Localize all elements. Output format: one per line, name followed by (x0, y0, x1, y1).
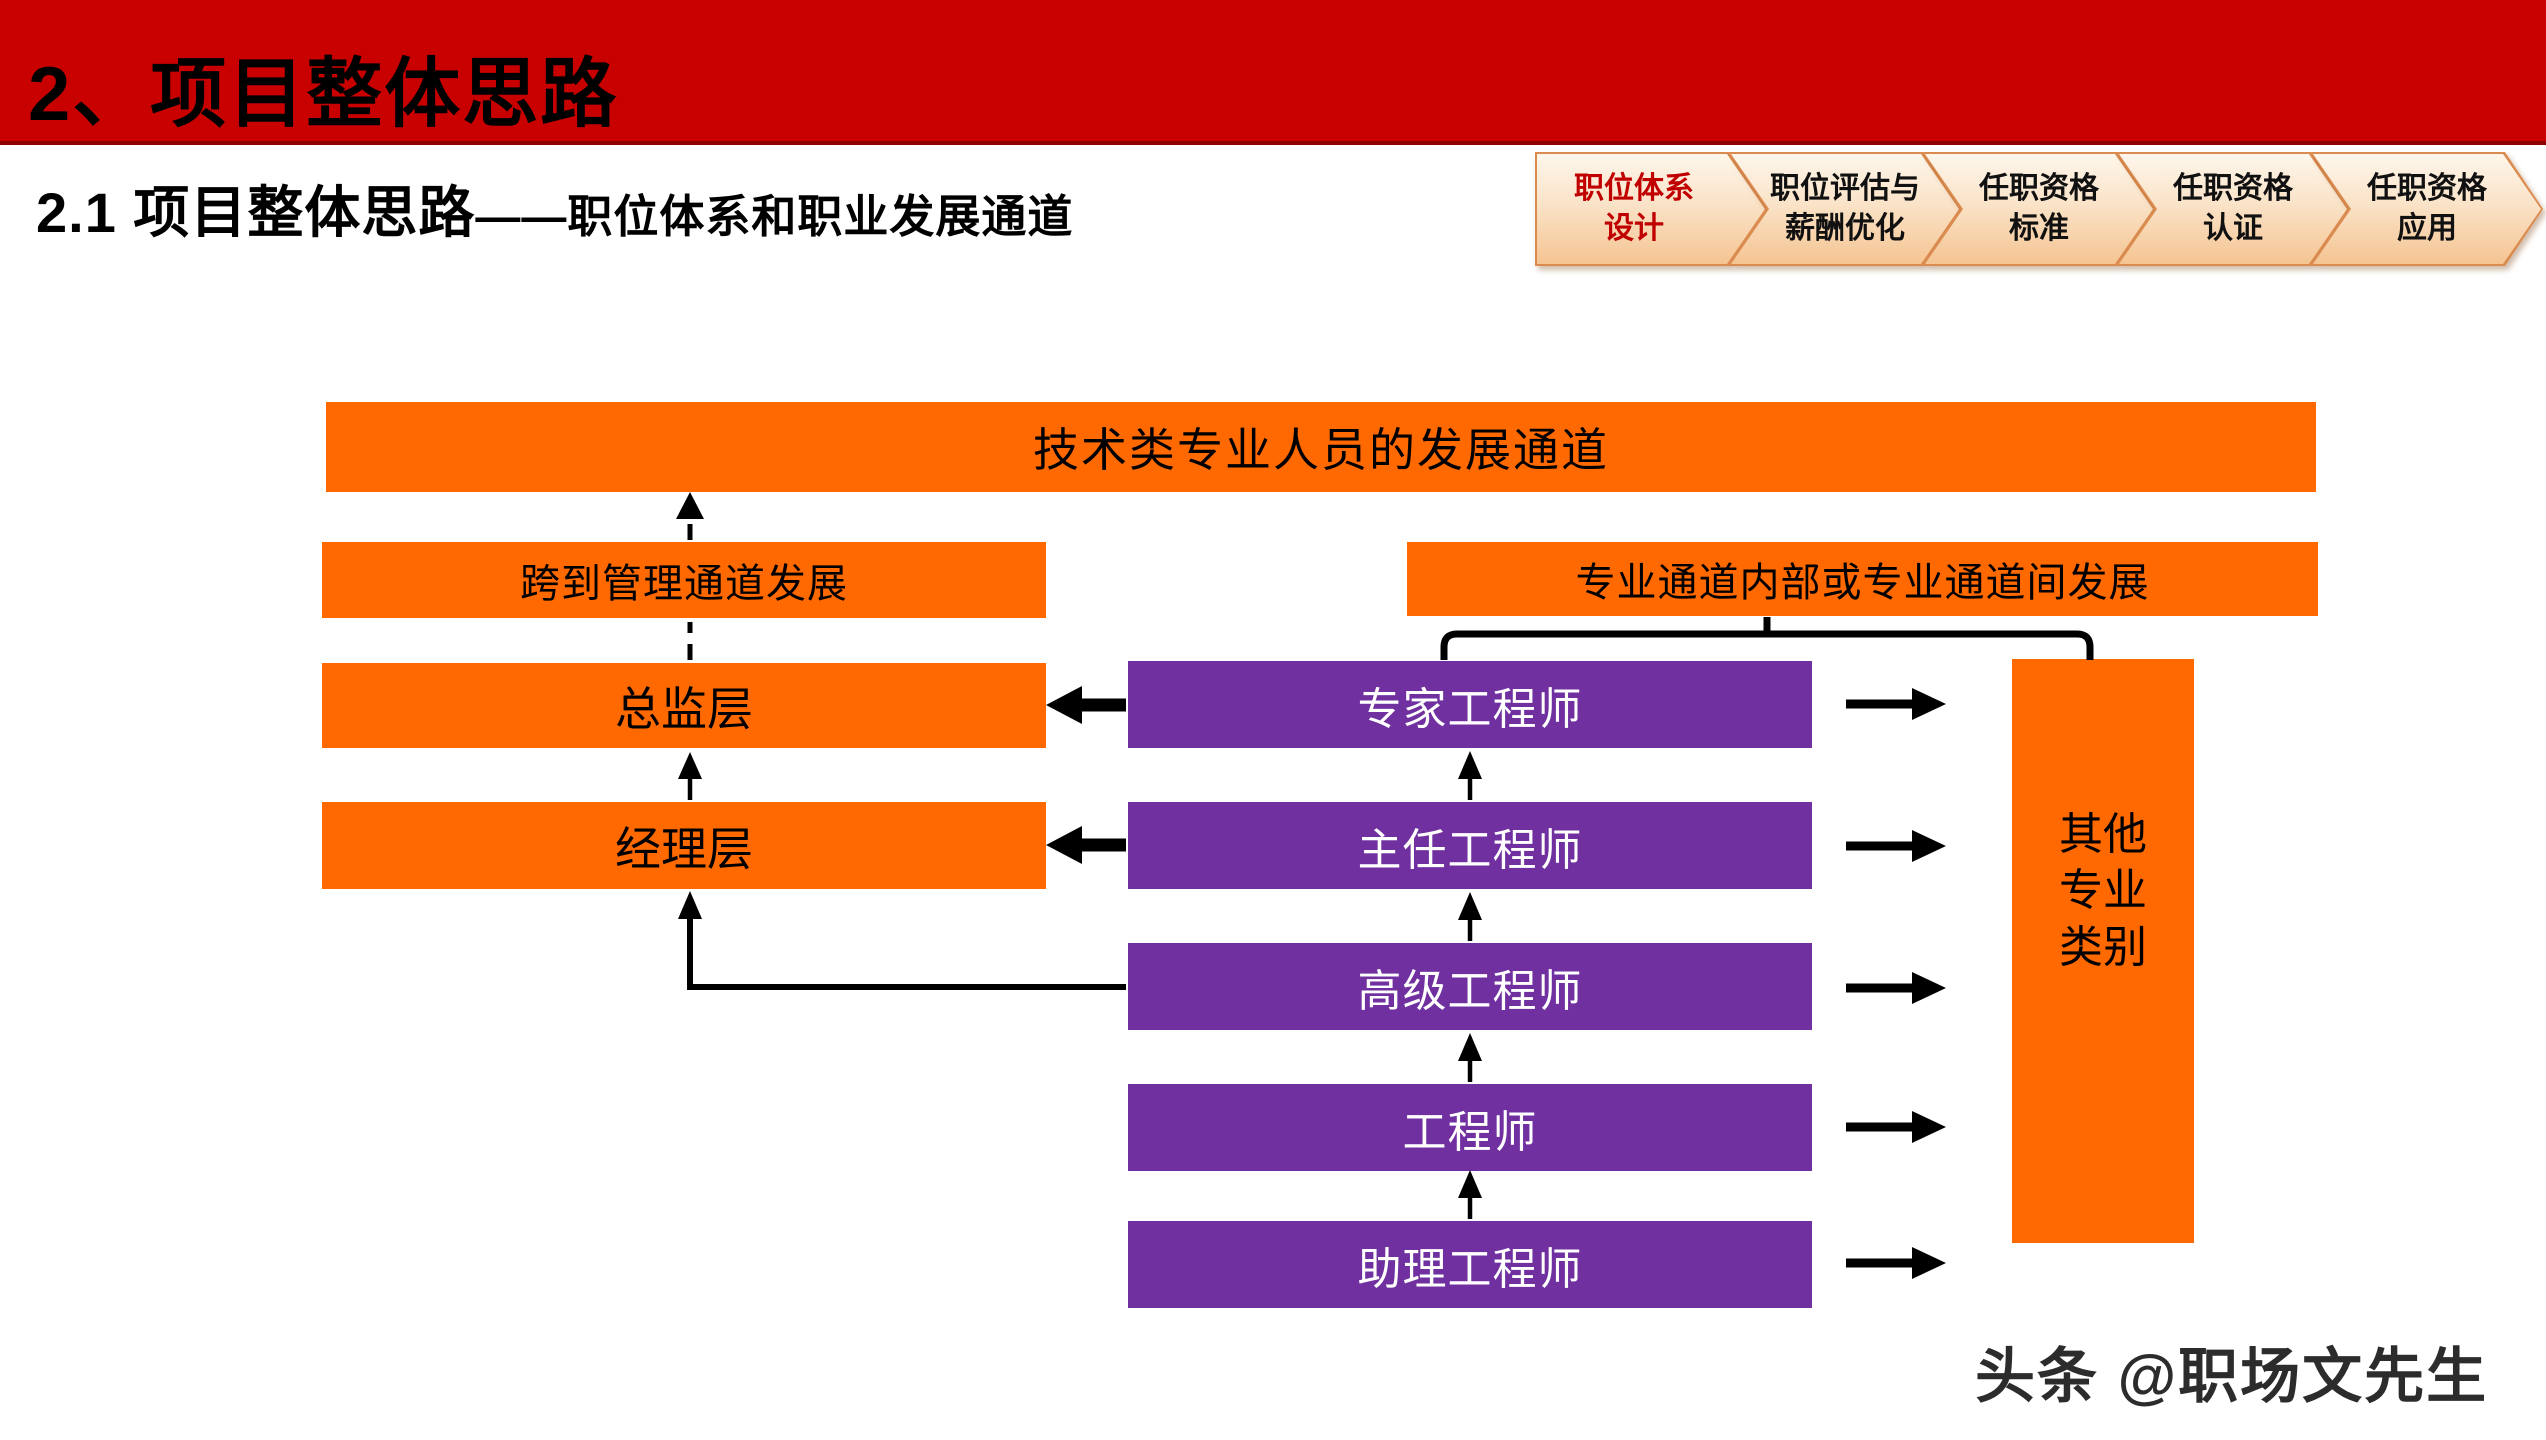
tab-label-line1: 职位体系 (1574, 171, 1694, 205)
chevron-fill (2313, 154, 2541, 264)
tab-label-line2: 标准 (2009, 212, 2069, 245)
page-title: 2、项目整体思路 (28, 52, 619, 137)
tab-label-line1: 任职资格 (2367, 171, 2487, 205)
subtitle-topic: ——职位体系和职业发展通道 (475, 191, 1074, 242)
left-arrow-chief-to-manager (1046, 826, 1126, 864)
expert-engineer-box: 专家工程师 (1128, 661, 1812, 748)
director-level-box: 总监层 (322, 663, 1046, 748)
engineer-box: 工程师 (1128, 1084, 1812, 1171)
senior-engineer-box: 高级工程师 (1128, 943, 1812, 1030)
chief-engineer-box: 主任工程师 (1128, 802, 1812, 889)
tab-qualification-application[interactable]: 任职资格 应用 (2311, 152, 2543, 266)
development-channel-banner: 技术类专业人员的发展通道 (326, 402, 2316, 492)
tab-position-evaluation[interactable]: 职位评估与 薪酬优化 (1729, 152, 1961, 266)
chevron-fill (1925, 154, 2153, 264)
subtitle-number: 2.1 项目整体思路 (36, 181, 476, 244)
tab-label-line1: 任职资格 (2173, 171, 2293, 205)
watermark: 头条 @职场文先生 (1975, 1343, 2489, 1410)
tab-label: 任职资格 标准 (1923, 152, 2155, 266)
tab-label-line1: 任职资格 (1979, 171, 2099, 205)
assistant-engineer-box: 助理工程师 (1128, 1221, 1812, 1308)
section-subtitle: 2.1 项目整体思路 ——职位体系和职业发展通道 (36, 168, 1073, 249)
chevron-fill (1731, 154, 1959, 264)
tab-label: 任职资格 应用 (2311, 152, 2543, 266)
right-arrow-chief (1846, 830, 1946, 862)
up-arrow-engineer-to-senior (1458, 1033, 1482, 1082)
header-banner: 2、项目整体思路 (0, 0, 2546, 145)
up-arrow-manager-to-director (678, 752, 702, 800)
other-categories-line: 专业 (2059, 866, 2147, 916)
right-arrow-expert (1846, 688, 1946, 720)
other-categories-line: 其他 (2059, 810, 2147, 859)
right-arrow-senior (1846, 972, 1946, 1004)
right-arrow-assistant (1846, 1247, 1946, 1279)
cross-to-management-box: 跨到管理通道发展 (322, 542, 1046, 618)
distribution-bracket (1440, 617, 2094, 660)
tab-label-line1: 职位评估与 (1770, 171, 1920, 205)
right-arrow-engineer (1846, 1111, 1946, 1143)
other-categories-box: 其他 专业 类别 (2012, 659, 2194, 1243)
tab-label-line2: 薪酬优化 (1785, 212, 1905, 245)
tab-label: 职位评估与 薪酬优化 (1729, 152, 1961, 266)
tab-label-line2: 应用 (2397, 212, 2457, 245)
chevron-fill (2119, 154, 2347, 264)
manager-level-box: 经理层 (322, 802, 1046, 889)
other-categories-line: 类别 (2059, 922, 2147, 972)
tab-label: 任职资格 认证 (2117, 152, 2349, 266)
tab-qualification-standard[interactable]: 任职资格 标准 (1923, 152, 2155, 266)
up-arrow-senior-to-chief (1458, 892, 1482, 941)
up-arrow-chief-to-expert (1458, 751, 1482, 800)
elbow-arrow-senior-to-manager (678, 891, 1126, 990)
tab-label-line2: 设计 (1604, 212, 1664, 245)
up-arrow-assistant-to-engineer (1458, 1170, 1482, 1219)
tab-qualification-certification[interactable]: 任职资格 认证 (2117, 152, 2349, 266)
tab-label-line2: 认证 (2203, 212, 2263, 245)
chevron-fill (1537, 154, 1765, 264)
tab-position-system-design[interactable]: 职位体系 设计 (1535, 152, 1767, 266)
left-arrow-expert-to-director (1046, 686, 1126, 724)
professional-channel-box: 专业通道内部或专业通道间发展 (1407, 542, 2318, 616)
tab-label: 职位体系 设计 (1535, 152, 1767, 266)
